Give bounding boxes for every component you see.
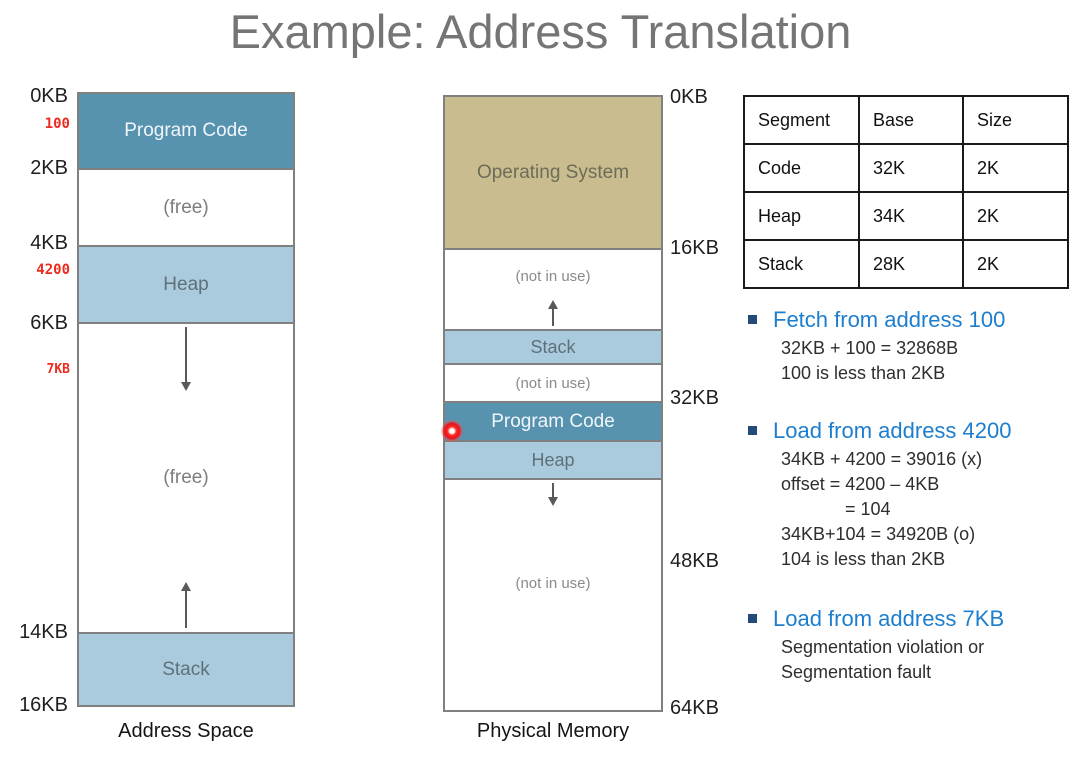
note-line: 100 is less than 2KB <box>781 363 946 383</box>
as-segment-label: Stack <box>162 658 210 680</box>
page-title: Example: Address Translation <box>229 5 852 58</box>
as-tick-4kb: 4KB <box>30 232 68 254</box>
table-row: Heap 34K 2K <box>743 191 1069 241</box>
as-segment-label: (free) <box>163 196 209 218</box>
pm-stack-growth-arrow-icon <box>547 300 559 328</box>
as-tick-16kb: 16KB <box>19 694 68 716</box>
note-lines: 34KB + 4200 = 39016 (x) offset = 4200 – … <box>781 447 1078 572</box>
as-segment-label: (free) <box>163 467 209 488</box>
note-lines: 32KB + 100 = 32868B 100 is less than 2KB <box>781 336 1078 386</box>
address-space-caption: Address Space <box>118 720 254 742</box>
table-row: Stack 28K 2K <box>743 239 1069 289</box>
bullet-square-icon <box>748 426 757 435</box>
as-segment-label: Heap <box>163 273 209 295</box>
note-line: 32KB + 100 = 32868B <box>781 338 959 358</box>
pm-segment-label: Stack <box>530 336 576 357</box>
as-segment-free-2: (free) <box>79 324 293 634</box>
pm-segment-not-in-use-1: (not in use) <box>445 250 661 331</box>
table-cell-segment: Code <box>743 143 860 193</box>
table-cell-base: 28K <box>858 239 964 289</box>
physical-memory-caption: Physical Memory <box>476 720 630 742</box>
as-tick-0kb: 0KB <box>30 85 68 107</box>
annotation-address-7kb: 7KB <box>46 362 70 377</box>
pm-segment-stack: Stack <box>445 331 661 365</box>
pm-segment-label: (not in use) <box>515 374 591 392</box>
as-tick-2kb: 2KB <box>30 157 68 179</box>
as-segment-stack: Stack <box>79 634 293 705</box>
note-line: 34KB + 4200 = 39016 (x) <box>781 449 983 469</box>
pm-heap-growth-arrow-icon <box>547 481 559 506</box>
note-line: 104 is less than 2KB <box>781 549 946 569</box>
pm-segment-os: Operating System <box>445 97 661 250</box>
table-cell-size: 2K <box>962 191 1069 241</box>
physical-memory-box: Operating System (not in use) Stack (not… <box>443 95 663 712</box>
pm-tick-0kb: 0KB <box>670 86 708 108</box>
pm-tick-32kb: 32KB <box>670 387 719 409</box>
segment-table: Segment Base Size Code 32K 2K Heap 34K 2… <box>743 95 1069 289</box>
table-header-base: Base <box>858 95 964 145</box>
note-load-4200: Load from address 4200 34KB + 4200 = 390… <box>748 417 1078 572</box>
as-segment-free-1: (free) <box>79 170 293 247</box>
note-line: Segmentation violation or <box>781 637 985 657</box>
bullet-square-icon <box>748 315 757 324</box>
note-line: Segmentation fault <box>781 662 932 682</box>
pm-segment-label: Program Code <box>491 410 615 432</box>
as-segment-heap: Heap <box>79 247 293 324</box>
pm-tick-16kb: 16KB <box>670 237 719 259</box>
note-fetch-100: Fetch from address 100 32KB + 100 = 3286… <box>748 306 1078 386</box>
pm-segment-label: (not in use) <box>515 575 591 592</box>
stack-growth-arrow-icon <box>180 582 192 630</box>
table-row: Code 32K 2K <box>743 143 1069 193</box>
pm-segment-program-code: Program Code <box>445 403 661 442</box>
pm-segment-heap: Heap <box>445 442 661 480</box>
as-tick-6kb: 6KB <box>30 312 68 334</box>
note-load-7kb: Load from address 7KB Segmentation viola… <box>748 605 1078 685</box>
annotation-address-100: 100 <box>44 116 70 132</box>
pm-segment-label: Operating System <box>476 161 630 183</box>
pm-segment-label: (not in use) <box>515 268 591 285</box>
pm-tick-48kb: 48KB <box>670 550 719 572</box>
note-heading: Fetch from address 100 <box>773 307 1006 332</box>
heap-growth-arrow-icon <box>180 325 192 391</box>
table-cell-segment: Heap <box>743 191 860 241</box>
note-heading: Load from address 7KB <box>773 606 1005 631</box>
annotation-address-4200: 4200 <box>36 262 70 278</box>
table-header-row: Segment Base Size <box>743 95 1069 145</box>
table-header-size: Size <box>962 95 1069 145</box>
table-cell-segment: Stack <box>743 239 860 289</box>
pm-segment-not-in-use-2: (not in use) <box>445 365 661 403</box>
pm-segment-not-in-use-3: (not in use) <box>445 480 661 710</box>
pm-segment-label: Heap <box>531 449 575 470</box>
note-line: offset = 4200 – 4KB <box>781 474 940 494</box>
note-lines: Segmentation violation or Segmentation f… <box>781 635 1078 685</box>
table-cell-size: 2K <box>962 239 1069 289</box>
note-heading: Load from address 4200 <box>773 418 1012 443</box>
as-tick-14kb: 14KB <box>19 621 68 643</box>
table-cell-size: 2K <box>962 143 1069 193</box>
as-segment-label: Program Code <box>124 120 248 141</box>
as-segment-program-code: Program Code <box>79 94 293 170</box>
table-header-segment: Segment <box>743 95 860 145</box>
pm-tick-64kb: 64KB <box>670 697 719 719</box>
laser-pointer-dot <box>441 420 463 442</box>
note-line: = 104 <box>845 499 891 519</box>
note-line: 34KB+104 = 34920B (o) <box>781 524 976 544</box>
bullet-square-icon <box>748 614 757 623</box>
table-cell-base: 34K <box>858 191 964 241</box>
table-cell-base: 32K <box>858 143 964 193</box>
